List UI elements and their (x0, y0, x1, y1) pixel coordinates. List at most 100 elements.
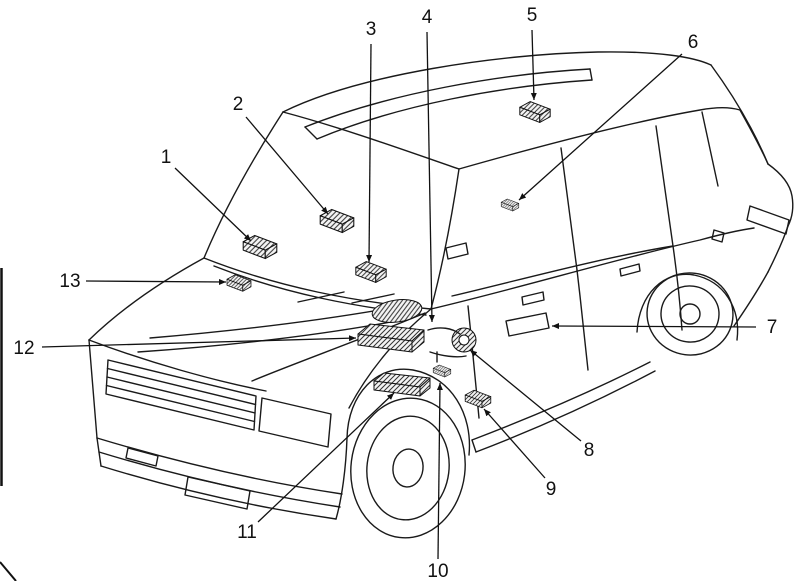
car-body (88, 51, 794, 539)
a-pillar-far (203, 111, 284, 259)
callout-label-10: 10 (427, 561, 448, 581)
door-seam-front (467, 305, 480, 419)
rear-tire-outer (646, 272, 734, 356)
callout-label-6: 6 (688, 32, 699, 53)
roof-panel-end-2 (589, 68, 593, 81)
component-boxes (226, 101, 551, 409)
roof-panel-end-1 (304, 126, 318, 140)
door-module-outline (505, 312, 550, 337)
wiper-right (351, 293, 395, 304)
wiper-left (297, 291, 345, 303)
scan-artifacts (0, 268, 17, 581)
callout-label-8: 8 (584, 440, 595, 461)
front-corner-edge (88, 339, 98, 439)
component-round-8 (451, 327, 477, 353)
grille (105, 359, 257, 431)
rear-wheel (636, 272, 739, 356)
scan-corner-line (0, 561, 17, 581)
hood-crease-2 (137, 317, 413, 353)
front-indicator (125, 447, 159, 467)
taillight (746, 205, 790, 235)
callout-leader-11 (257, 392, 395, 523)
fuel-door (711, 229, 725, 243)
front-wheel-arch (346, 368, 471, 456)
side-mirror (445, 242, 469, 260)
component-box-6 (500, 198, 520, 212)
rocker-bottom (475, 370, 656, 453)
component-box-5 (519, 101, 551, 123)
component-box-1 (242, 234, 278, 260)
callout-leader-3 (366, 43, 373, 263)
roof-edge-far (282, 51, 712, 113)
component-box-3 (355, 261, 387, 283)
roof-panel-line-2 (316, 79, 593, 140)
hood-front-edge (88, 339, 267, 392)
grille-slat-3 (105, 384, 256, 423)
rear-screen-far-edge (710, 64, 769, 165)
door-handle-front (521, 291, 545, 306)
callout-leader-13 (85, 278, 227, 285)
roof-panel-line-1 (304, 68, 591, 128)
car-rear (710, 64, 794, 327)
callout-label-7: 7 (767, 317, 778, 338)
front-tire-outer (350, 397, 466, 539)
rear-wheel-hub (679, 303, 701, 325)
rear-tire-inner (660, 285, 720, 343)
callout-label-9: 9 (546, 479, 557, 500)
callout-leader-9 (483, 408, 546, 479)
a-pillar-near (430, 168, 460, 310)
rear-wheel-arch (636, 273, 739, 341)
c-pillar-rear-edge (739, 109, 769, 165)
component-box-2 (319, 208, 355, 234)
side-glass-bottom (451, 245, 674, 297)
hood-seam (251, 312, 426, 382)
callout-label-2: 2 (233, 94, 244, 115)
front-fender-corner (335, 437, 348, 520)
component-box-9 (464, 389, 492, 409)
front-tire-inner (366, 415, 450, 521)
bumper-left-edge (96, 437, 102, 467)
callout-label-13: 13 (59, 271, 80, 292)
callout-leader-12 (41, 335, 357, 348)
rocker-top (471, 361, 651, 441)
callout-leader-10 (436, 382, 443, 560)
headlight (258, 397, 332, 448)
callout-leader-7 (551, 323, 757, 330)
bumper-top (96, 437, 343, 495)
roof-edge-near (458, 107, 741, 170)
car-side (430, 111, 755, 453)
windshield-top-edge (282, 111, 460, 170)
front-wheel (346, 368, 471, 539)
door-handle-rear (619, 263, 641, 277)
component-box-11 (373, 372, 431, 397)
hood-far-edge (88, 257, 205, 341)
callout-label-11: 11 (237, 522, 257, 543)
license-plate (184, 476, 251, 510)
callout-label-3: 3 (366, 19, 377, 40)
component-box-10 (432, 364, 452, 378)
rocker-end (471, 439, 477, 453)
door-seam-middle (576, 269, 589, 371)
callout-leader-2 (245, 116, 329, 215)
callout-label-1: 1 (161, 147, 172, 168)
callout-label-12: 12 (13, 338, 34, 359)
b-pillar (560, 147, 578, 271)
car-front (88, 257, 432, 520)
callout-labels: 1 2 3 4 5 6 7 8 9 10 11 12 13 (13, 5, 777, 581)
callout-leader-1 (174, 167, 252, 242)
grille-slat-1 (106, 367, 257, 406)
rear-lower-edge (733, 271, 769, 327)
bumper-bottom (100, 465, 337, 520)
component-box-12 (357, 323, 425, 353)
fender-top-line (348, 308, 432, 409)
callout-leader-5 (530, 29, 537, 101)
trunk-rear-edge (767, 163, 794, 227)
c-pillar-front-edge (655, 125, 674, 247)
quarter-window-edge (701, 111, 719, 187)
callout-label-4: 4 (422, 7, 433, 28)
callout-leader-4 (426, 31, 435, 323)
beltline (430, 227, 755, 310)
callout-label-5: 5 (527, 5, 538, 26)
